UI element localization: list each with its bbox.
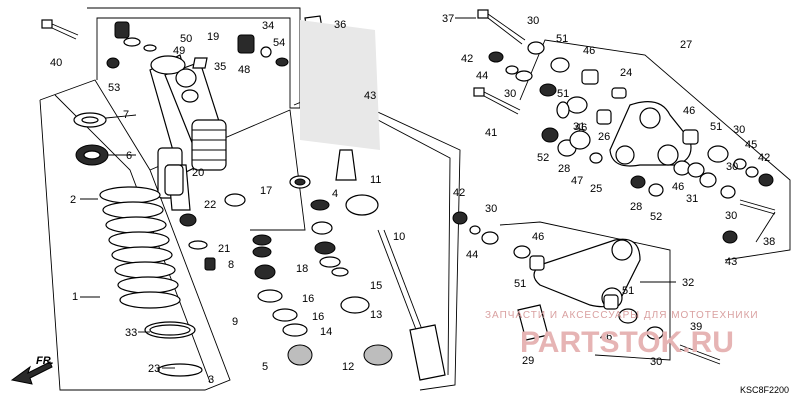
callout-label: 9 [232,316,238,328]
callout-label: 30 [650,356,662,368]
callout-label: 17 [260,185,272,197]
callout-label: 30 [725,210,737,222]
small-parts-left [164,164,246,271]
callout-label: 23 [148,363,160,375]
leader-lines [80,17,776,369]
callout-label: 5 [262,361,268,373]
callout-label: 30 [726,161,738,173]
callouts: 1 2 3 4 5 6 7 8 9 10 11 12 13 14 15 16 1… [50,13,775,386]
callout-label: 46 [583,45,595,57]
callout-label: 18 [296,263,308,275]
callout-label: 15 [370,280,382,292]
callout-label: 46 [532,231,544,243]
callout-label: 31 [573,121,585,133]
callout-label: 32 [682,277,694,289]
callout-label: 12 [342,361,354,373]
callout-label: 29 [522,355,534,367]
callout-label: 43 [364,90,376,102]
callout-label: 16 [312,311,324,323]
front-marker-label: FR. [36,355,54,367]
callout-label: 52 [650,211,662,223]
shock-rod-bellows [191,119,227,171]
callout-label: 46 [672,181,684,193]
callout-label: 30 [527,15,539,27]
callout-label: 51 [514,278,526,290]
callout-label: 10 [393,231,405,243]
callout-label: 45 [745,139,757,151]
callout-label: 36 [334,19,346,31]
watermark: ЗАПЧАСТИ И АКСЕССУАРЫ ДЛЯ МОТОТЕХНИКИ PA… [485,310,759,359]
callout-label: 49 [173,45,185,57]
callout-label: 19 [207,31,219,43]
callout-label: 11 [370,174,381,186]
callout-label: 44 [476,70,488,82]
spring [99,186,181,309]
callout-label: 28 [558,163,570,175]
callout-label: 30 [485,203,497,215]
callout-label: 54 [273,37,285,49]
watermark-brand: PARTSTOK.RU [520,326,734,359]
callout-label: 34 [262,20,274,32]
callout-label: 35 [214,61,226,73]
callout-label: 51 [622,285,634,297]
shock-arm [609,101,692,167]
callout-label: 21 [218,243,230,255]
callout-label: 26 [598,131,610,143]
callout-label: 37 [442,13,454,25]
bolts [41,9,776,365]
callout-label: 48 [238,64,250,76]
callout-label: 44 [466,249,478,261]
watermark-tagline: ЗАПЧАСТИ И АКСЕССУАРЫ ДЛЯ МОТОТЕХНИКИ [485,310,759,321]
callout-label: 13 [370,309,382,321]
callout-label: 40 [50,57,62,69]
callout-label: 39 [690,321,702,333]
callout-label: 16 [302,293,314,305]
callout-label: 41 [485,127,497,139]
callout-label: 8 [228,259,234,271]
bearings-collars [452,41,774,341]
callout-label: 3 [208,374,214,386]
brand-wing-logo [300,20,380,150]
callout-label: 30 [504,88,516,100]
callout-label: 4 [332,188,338,200]
callout-label: 51 [557,88,569,100]
callout-label: 7 [123,109,129,121]
diagram-code: KSC8F2200 [740,385,789,395]
callout-label: 14 [320,326,332,338]
callout-label: 2 [70,194,76,206]
callout-label: 50 [180,33,192,45]
valve-stack [252,175,313,366]
front-direction-arrow: FR. [10,355,54,385]
callout-label: 51 [710,121,722,133]
callout-label: 1 [72,291,78,303]
callout-label: 28 [630,201,642,213]
callout-label: 46 [683,105,695,117]
callout-label: 31 [686,193,698,205]
callout-label: 43 [725,256,737,268]
callout-label: 47 [571,175,583,187]
callout-label: 30 [733,124,745,136]
callout-label: 25 [590,183,602,195]
callout-label: 52 [537,152,549,164]
shock-link [533,238,641,309]
callout-label: 42 [461,53,473,65]
callout-label: 46 [575,122,587,134]
callout-label: 24 [620,67,632,79]
callout-label: 53 [108,82,120,94]
callout-label: 22 [204,199,216,211]
callout-label: 38 [763,236,775,248]
callout-label: 51 [556,33,568,45]
callout-label: 33 [125,327,137,339]
callout-label: 42 [758,152,770,164]
callout-label: 27 [680,39,692,51]
callout-label: 20 [192,167,204,179]
callout-label: 42 [453,187,465,199]
reservoir-parts [310,149,446,381]
callout-label: 6 [126,150,132,162]
callout-label: 46 [600,331,612,343]
